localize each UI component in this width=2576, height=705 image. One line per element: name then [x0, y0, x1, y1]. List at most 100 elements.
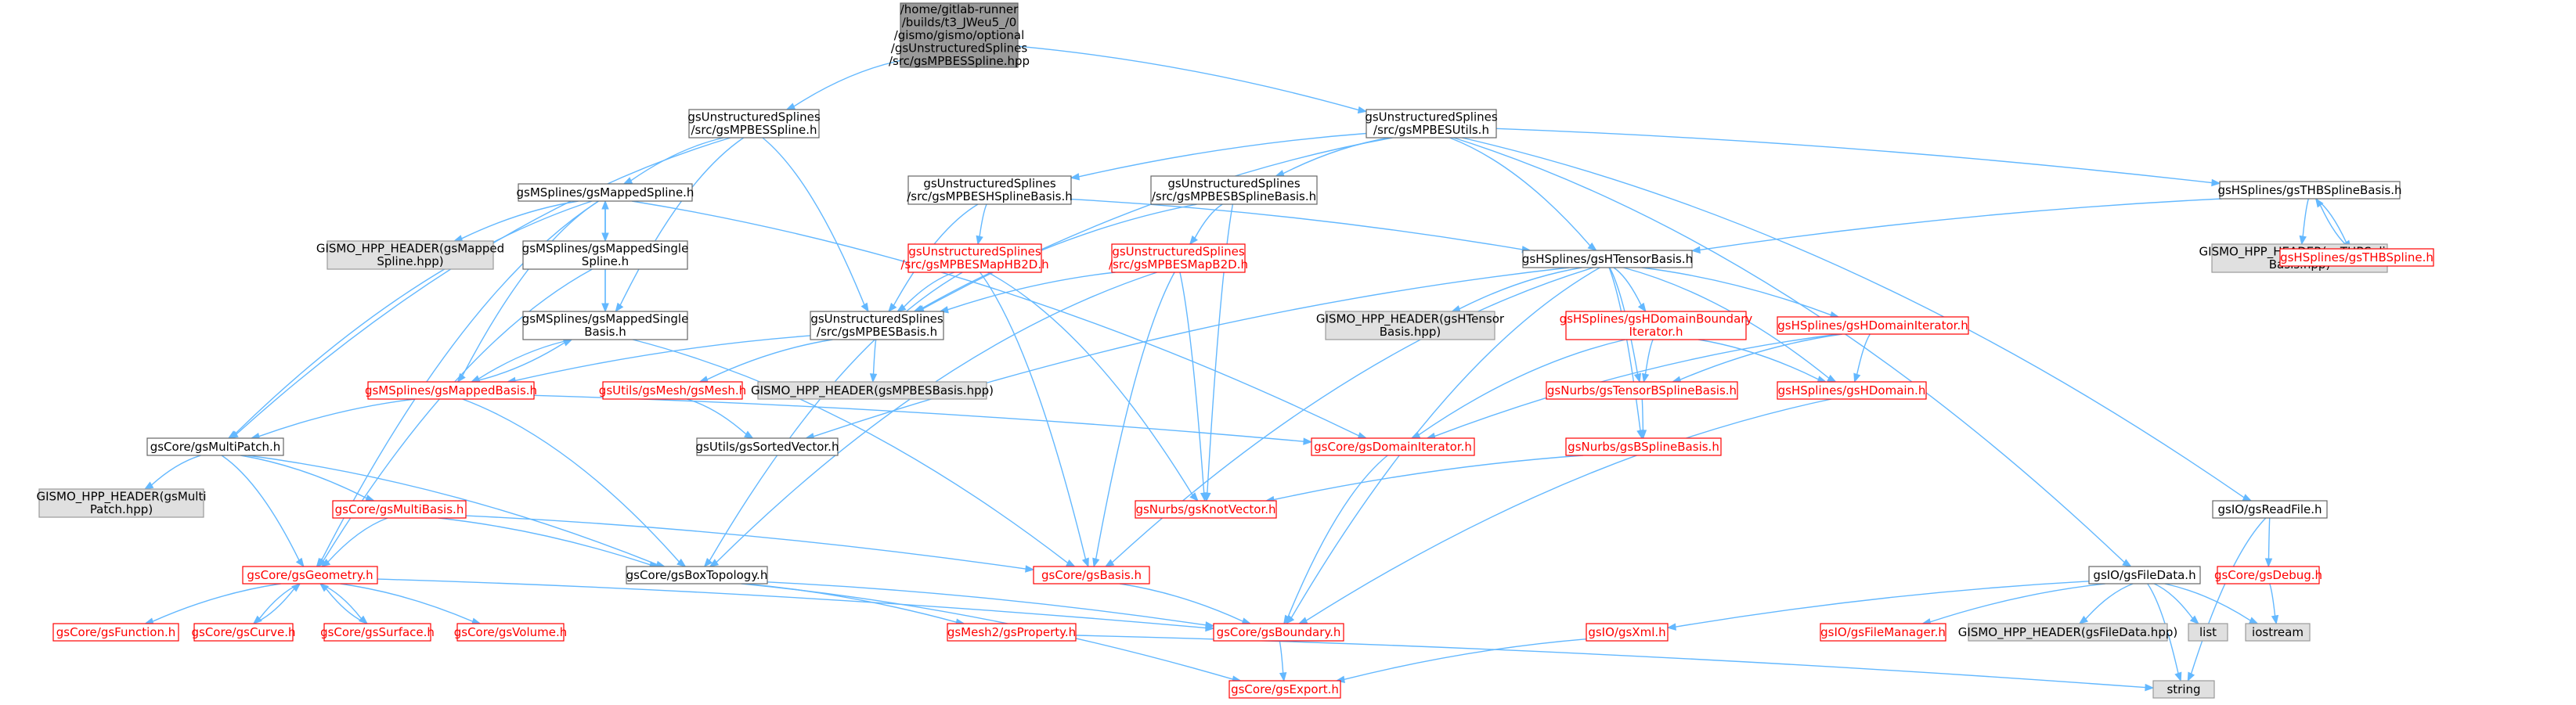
- edge-mappedbasis-to-domainiterator: [533, 394, 1313, 445]
- node-multipatch[interactable]: gsCore/gsMultiPatch.h: [146, 437, 284, 456]
- node-mpbesbasis[interactable]: gsUnstructuredSplines/src/gsMPBESBasis.h: [810, 311, 944, 340]
- node-root[interactable]: /home/gitlab-runner/builds/t3_JWeu5_/0/g…: [889, 2, 1030, 68]
- node-label-line: gsCore/gsGeometry.h: [247, 568, 373, 582]
- node-box: [367, 381, 535, 400]
- node-label-line: gsUnstructuredSplines: [1167, 177, 1301, 191]
- node-mappedbasis[interactable]: gsMSplines/gsMappedBasis.h: [365, 381, 537, 400]
- node-box: [323, 623, 431, 642]
- node-mpbesutils-h[interactable]: gsUnstructuredSplines/src/gsMPBESUtils.h: [1365, 109, 1498, 138]
- edge-filedata-to-gismo-filedata: [2078, 583, 2134, 624]
- node-label-line: GISMO_HPP_HEADER(gsHTensor: [1316, 312, 1505, 327]
- node-mapthb2d[interactable]: gsUnstructuredSplines/src/gsMPBESMapHB2D…: [900, 243, 1049, 273]
- node-iostream[interactable]: iostream: [2245, 623, 2311, 642]
- node-bsplinebasis-nurbs[interactable]: gsNurbs/gsBSplineBasis.h: [1565, 437, 1722, 456]
- edge-mappedsinglespline-to-mappedspline: [601, 200, 609, 241]
- node-multibasis[interactable]: gsCore/gsMultiBasis.h: [332, 500, 467, 519]
- edge-filedata-to-list: [2153, 583, 2199, 624]
- node-label-line: gsCore/gsSurface.h: [320, 625, 435, 639]
- node-geometry[interactable]: gsCore/gsGeometry.h: [242, 566, 378, 585]
- node-function[interactable]: gsCore/gsFunction.h: [52, 623, 179, 642]
- edge-hdomain-to-boundary: [1297, 398, 1832, 624]
- node-hsplinebasis[interactable]: gsUnstructuredSplines/src/gsMPBESHSpline…: [907, 175, 1073, 205]
- edge-curve-to-geometry: [253, 583, 301, 624]
- edge-mappedsinglespline-to-mappedsinglebasis: [601, 269, 609, 313]
- node-label-line: gsNurbs/gsBSplineBasis.h: [1568, 440, 1719, 454]
- node-box: [1228, 680, 1341, 699]
- edge-mapthb2d-to-mpbesbasis: [897, 272, 955, 312]
- edge-geometry-to-function: [144, 583, 281, 625]
- node-box: [907, 243, 1042, 273]
- edge-multibasis-to-geometry: [320, 517, 388, 567]
- node-hdomain[interactable]: gsHSplines/gsHDomain.h: [1777, 381, 1927, 400]
- node-box: [456, 623, 565, 642]
- node-label-line: Iterator.h: [1629, 325, 1683, 339]
- node-gismo-mpbesbasis[interactable]: GISMO_HPP_HEADER(gsMPBESBasis.hpp): [751, 381, 994, 400]
- node-label-line: gsHSplines/gsTHBSplineBasis.h: [2217, 183, 2401, 197]
- edge-boundary-to-export: [1279, 640, 1287, 682]
- edge-htensorbasis-to-hdomain: [1623, 267, 1837, 383]
- node-gismo-mapped-spline[interactable]: GISMO_HPP_HEADER(gsMappedSpline.hpp): [316, 240, 504, 270]
- node-knotvector[interactable]: gsNurbs/gsKnotVector.h: [1135, 500, 1277, 519]
- edge-root-to-mpbesspline-h: [785, 59, 901, 110]
- node-filedata[interactable]: gsIO/gsFileData.h: [2088, 566, 2201, 585]
- node-boxtopology[interactable]: gsCore/gsBoxTopology.h: [626, 566, 768, 585]
- node-label-line: gsCore/gsMultiBasis.h: [335, 502, 464, 516]
- node-string[interactable]: string: [2152, 680, 2215, 699]
- edge-mapb2d-to-mpbesbasis: [939, 272, 1116, 314]
- node-label-line: gsCore/gsDomainIterator.h: [1314, 440, 1472, 454]
- node-gismo-filedata[interactable]: GISMO_HPP_HEADER(gsFileData.hpp): [1958, 623, 2177, 642]
- node-volume[interactable]: gsCore/gsVolume.h: [454, 623, 568, 642]
- edge-thbsplinebasis-to-gismo-thb: [2299, 198, 2310, 246]
- node-label-line: gsCore/gsMultiPatch.h: [150, 440, 281, 454]
- node-curve[interactable]: gsCore/gsCurve.h: [192, 623, 296, 642]
- node-label-line: gsCore/gsBoundary.h: [1217, 625, 1341, 639]
- node-filemanager[interactable]: gsIO/gsFileManager.h: [1820, 623, 1946, 642]
- edge-hdomainiterator-to-tensorbsplinebasis: [1671, 333, 1842, 383]
- node-hdomainiterator[interactable]: gsHSplines/gsHDomainIterator.h: [1777, 316, 1969, 335]
- node-domainiterator[interactable]: gsCore/gsDomainIterator.h: [1311, 437, 1475, 456]
- node-gismo-htensor[interactable]: GISMO_HPP_HEADER(gsHTensorBasis.hpp): [1316, 311, 1505, 340]
- node-thbsplinebasis[interactable]: gsHSplines/gsTHBSplineBasis.h: [2217, 181, 2402, 200]
- edge-mpbesspline-h-to-mappedsinglebasis: [615, 137, 745, 313]
- node-boundary[interactable]: gsCore/gsBoundary.h: [1213, 623, 1344, 642]
- node-label-line: gsCore/gsDebug.h: [2214, 568, 2322, 582]
- node-box: [2212, 500, 2328, 519]
- edge-layer: [143, 45, 2352, 692]
- node-mpbesspline-h[interactable]: gsUnstructuredSplines/src/gsMPBESSpline.…: [687, 109, 821, 138]
- node-debug[interactable]: gsCore/gsDebug.h: [2214, 566, 2322, 585]
- node-label-line: /src/gsMPBESBasis.h: [817, 325, 937, 339]
- node-tensorbsplinebasis[interactable]: gsNurbs/gsTensorBSplineBasis.h: [1546, 381, 1738, 400]
- edge-mpbesutils-h-to-bsplinebasis: [1275, 137, 1390, 178]
- node-xml[interactable]: gsIO/gsXml.h: [1586, 623, 1669, 642]
- node-mappedspline[interactable]: gsMSplines/gsMappedSpline.h: [517, 183, 695, 202]
- node-label-line: gsHSplines/gsTHBSpline.h: [2280, 250, 2433, 264]
- edge-boxtopology-to-property: [744, 583, 965, 626]
- node-export[interactable]: gsCore/gsExport.h: [1228, 680, 1341, 699]
- node-label-line: gsCore/gsExport.h: [1231, 682, 1339, 696]
- node-label-line: Spline.hpp): [377, 254, 443, 268]
- edge-hdomainboundary-to-tensorbsplinebasis: [1641, 339, 1654, 383]
- node-readfile[interactable]: gsIO/gsReadFile.h: [2212, 500, 2328, 519]
- edge-htensorbasis-to-sortedvector: [804, 267, 1569, 441]
- node-box: [193, 623, 294, 642]
- node-thbspline[interactable]: gsHSplines/gsTHBSpline.h: [2279, 248, 2434, 267]
- node-label-line: iostream: [2252, 625, 2304, 639]
- node-bsplinebasis[interactable]: gsUnstructuredSplines/src/gsMPBESBSpline…: [1150, 175, 1318, 205]
- node-label-line: string: [2167, 682, 2200, 696]
- node-sortedvector[interactable]: gsUtils/gsSortedVector.h: [696, 437, 839, 456]
- node-gsbasis[interactable]: gsCore/gsBasis.h: [1033, 566, 1150, 585]
- node-htensorbasis[interactable]: gsHSplines/gsHTensorBasis.h: [1522, 250, 1693, 268]
- node-list[interactable]: list: [2188, 623, 2228, 642]
- node-property[interactable]: gsMesh2/gsProperty.h: [947, 623, 1077, 642]
- node-surface[interactable]: gsCore/gsSurface.h: [320, 623, 435, 642]
- node-gismo-multipatch[interactable]: GISMO_HPP_HEADER(gsMultiPatch.hpp): [36, 488, 207, 518]
- node-gsmesh[interactable]: gsUtils/gsMesh/gsMesh.h: [599, 381, 746, 400]
- node-label-line: gsNurbs/gsTensorBSplineBasis.h: [1547, 383, 1737, 397]
- edge-filedata-to-filemanager: [1921, 583, 2105, 626]
- node-box: [518, 183, 693, 202]
- node-mapb2d[interactable]: gsUnstructuredSplines/src/gsMPBESMapB2D.…: [1109, 243, 1248, 273]
- node-label-line: gsNurbs/gsKnotVector.h: [1135, 502, 1275, 516]
